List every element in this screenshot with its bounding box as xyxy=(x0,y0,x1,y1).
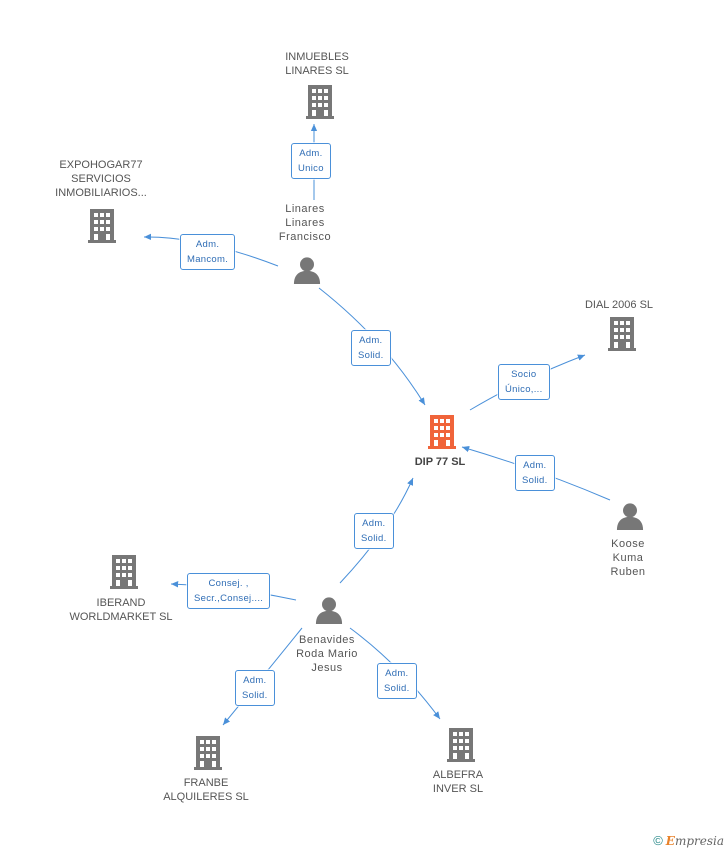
building-icon[interactable] xyxy=(447,728,475,762)
edge-label-linares-expohogar: Adm. Mancom. xyxy=(180,234,236,270)
edge-label-benavides-iberand: Consej. , Secr.,Consej.... xyxy=(187,573,271,609)
node-label-expohogar[interactable]: EXPOHOGAR77 SERVICIOS INMOBILIARIOS... xyxy=(55,159,147,199)
building-icon[interactable] xyxy=(306,85,334,119)
node-label-dip[interactable]: DIP 77 SL xyxy=(414,456,466,468)
edge-label-benavides-franbe: Adm. Solid. xyxy=(235,670,275,706)
copyright-icon: © xyxy=(653,833,663,848)
edge-label-benavides-albefra: Adm. Solid. xyxy=(377,663,417,699)
node-label-koose[interactable]: Koose Kuma Ruben xyxy=(610,538,646,578)
person-icon[interactable] xyxy=(293,257,321,284)
node-label-iberand[interactable]: IBERAND WORLDMARKET SL xyxy=(69,597,173,623)
center-building-icon[interactable] xyxy=(428,415,456,449)
node-label-benavides[interactable]: Benavides Roda Mario Jesus xyxy=(296,634,358,674)
node-label-linares[interactable]: Linares Linares Francisco xyxy=(278,203,332,243)
brand-logo: Empresia xyxy=(665,834,724,848)
person-icon[interactable] xyxy=(616,503,644,530)
node-label-albefra[interactable]: ALBEFRA INVER SL xyxy=(432,769,484,795)
node-label-inmuebles[interactable]: INMUEBLES LINARES SL xyxy=(285,51,349,77)
node-label-dial[interactable]: DIAL 2006 SL xyxy=(584,299,654,311)
edge-label-koose-dip: Adm. Solid. xyxy=(515,455,555,491)
building-icon[interactable] xyxy=(110,555,138,589)
edge-label-dip-dial: Socio Único,... xyxy=(498,364,550,400)
node-label-franbe[interactable]: FRANBE ALQUILERES SL xyxy=(163,777,249,803)
edge-label-linares-dip: Adm. Solid. xyxy=(351,330,391,366)
edge-label-benavides-dip: Adm. Solid. xyxy=(354,513,394,549)
person-icon[interactable] xyxy=(315,597,343,624)
building-icon[interactable] xyxy=(88,209,116,243)
building-icon[interactable] xyxy=(194,736,222,770)
building-icon[interactable] xyxy=(608,317,636,351)
empresia-watermark: ©Empresia xyxy=(653,833,724,848)
edge-label-linares-inmuebles: Adm. Unico xyxy=(291,143,331,179)
